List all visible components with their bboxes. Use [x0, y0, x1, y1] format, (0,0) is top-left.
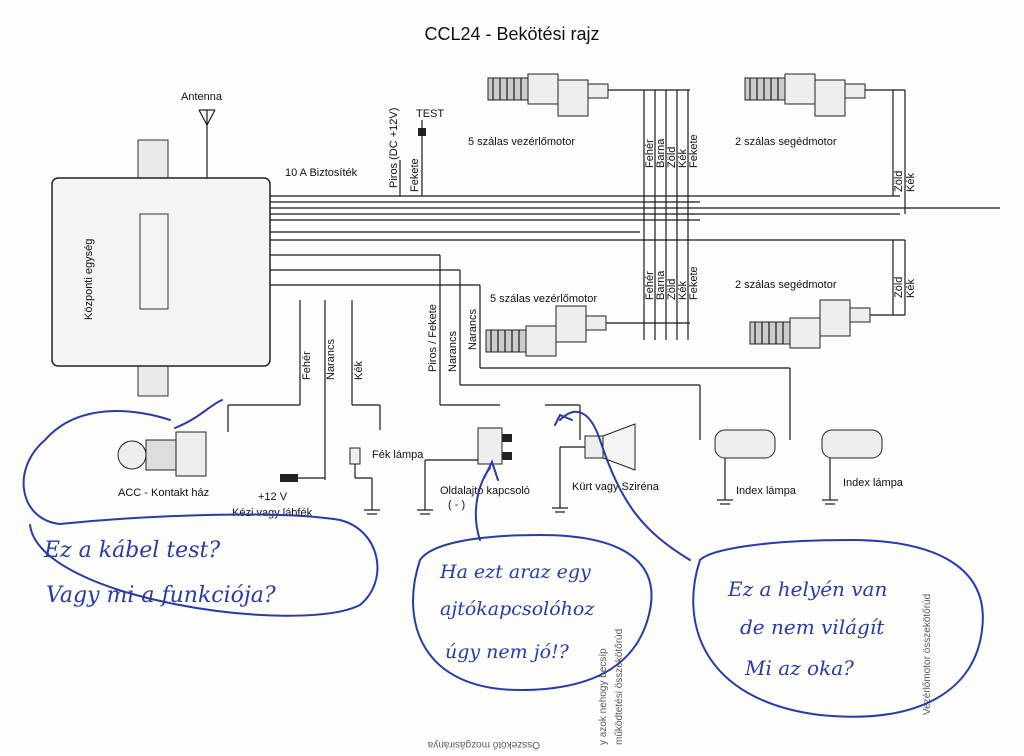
motor-2wire-top-label: 2 szálas segédmotor [735, 136, 837, 148]
wire-top-5-2: Zöld [666, 147, 678, 168]
door-switch [417, 427, 512, 515]
wire-top-5-3: Kék [677, 149, 689, 168]
note-2-line-1: Ha ezt araz egy [439, 561, 591, 583]
note-1-line-2: Vagy mi a funkciója? [46, 583, 276, 608]
test-label: TEST [416, 108, 444, 120]
motor-2wire-bottom-label: 2 szálas segédmotor [735, 279, 837, 291]
feher-wire-label: Fehér [301, 351, 313, 380]
narancs-wire-label-2: Narancs [447, 331, 459, 372]
index-lamp-2 [821, 429, 883, 505]
motor-5wire-bottom [485, 305, 690, 357]
index-lamp-1 [714, 429, 776, 505]
handwritten-note-2 [412, 459, 653, 692]
brake-switch [280, 474, 325, 482]
note-3-line-1: Ez a helyén van [727, 577, 887, 601]
note-3-line-3: Mi az oka? [744, 656, 854, 680]
handwritten-note-1 [22, 399, 379, 617]
motor-5wire-top-wires [643, 90, 689, 340]
brake-lamp [349, 447, 380, 515]
wire-bottom-2-0: Zöld [893, 277, 905, 298]
motor-2wire-top [744, 73, 906, 214]
piros-dc-label: Piros (DC +12V) [388, 108, 400, 188]
central-unit-label: Központi egység [83, 239, 95, 320]
note-3-line-2: de nem világít [740, 615, 885, 639]
wire-top-5-0: Fehér [644, 139, 656, 168]
acc-ignition-symbol [117, 431, 207, 477]
wire-bottom-5-2: Zöld [666, 279, 678, 300]
note-2-line-2: ajtókapcsolóhoz [440, 598, 595, 620]
fekete-test-label: Fekete [409, 158, 421, 192]
fuse-label: 10 A Biztosíték [285, 167, 358, 179]
oldalajto-sign: ( - ) [448, 499, 465, 511]
note-1-line-1: Ez a kábel test? [43, 538, 220, 563]
wire-bottom-5-1: Barna [655, 270, 667, 300]
wire-bottom-5-4: Fekete [688, 266, 700, 300]
motor-2wire-bottom [270, 239, 906, 349]
kurt-label: Kürt vagy Sziréna [572, 481, 660, 493]
fek-lampa-label: Fék lámpa [372, 449, 424, 461]
motor-5wire-bottom-label: 5 szálas vezérlőmotor [490, 293, 597, 305]
acc-label: ACC - Kontakt ház [118, 487, 209, 499]
wire-top-5-1: Barna [655, 138, 667, 168]
central-unit [51, 139, 271, 397]
background-text-side2: működtetési összekötőrúd [614, 629, 625, 745]
motor-5wire-top [487, 73, 690, 117]
antenna-label: Antenna [181, 91, 223, 103]
narancs-wire-label-3: Narancs [467, 309, 479, 350]
note-2-line-3: úgy nem jó!? [445, 641, 570, 663]
test-connector [418, 120, 426, 196]
lower-wiring [227, 254, 791, 480]
wire-top-5-4: Fekete [688, 134, 700, 168]
background-text-side3: Vezérlőmotor összekötőrúd [922, 594, 933, 715]
handwritten-note-3 [554, 410, 984, 718]
motor-5wire-top-label: 5 szálas vezérlőmotor [468, 136, 575, 148]
diagram-title: CCL24 - Bekötési rajz [424, 24, 599, 44]
wire-top-2-0: Zöld [893, 171, 905, 192]
wire-bottom-2-1: Kék [905, 279, 917, 298]
kezi-fek-label: Kézi vagy lábfék [232, 507, 313, 519]
main-harness [270, 195, 1000, 233]
wire-bottom-5-0: Fehér [644, 271, 656, 300]
antenna-symbol [198, 109, 216, 178]
plus12-label: +12 V [258, 491, 288, 503]
kek-wire-label: Kék [353, 361, 365, 380]
wire-top-2-1: Kék [905, 173, 917, 192]
piros-fekete-label: Piros / Fekete [427, 304, 439, 372]
index-lamp-2-label: Index lámpa [843, 477, 904, 489]
oldalajto-label: Oldalajtó kapcsoló [440, 485, 530, 497]
narancs-wire-label-1: Narancs [325, 339, 337, 380]
index-lamp-1-label: Index lámpa [736, 485, 797, 497]
wire-bottom-5-3: Kék [677, 281, 689, 300]
horn-siren [552, 423, 636, 513]
background-text-side1: y azok nehogy becsíp [598, 648, 609, 745]
background-text-bottom: Összekötő mozgásiránya [427, 739, 540, 751]
